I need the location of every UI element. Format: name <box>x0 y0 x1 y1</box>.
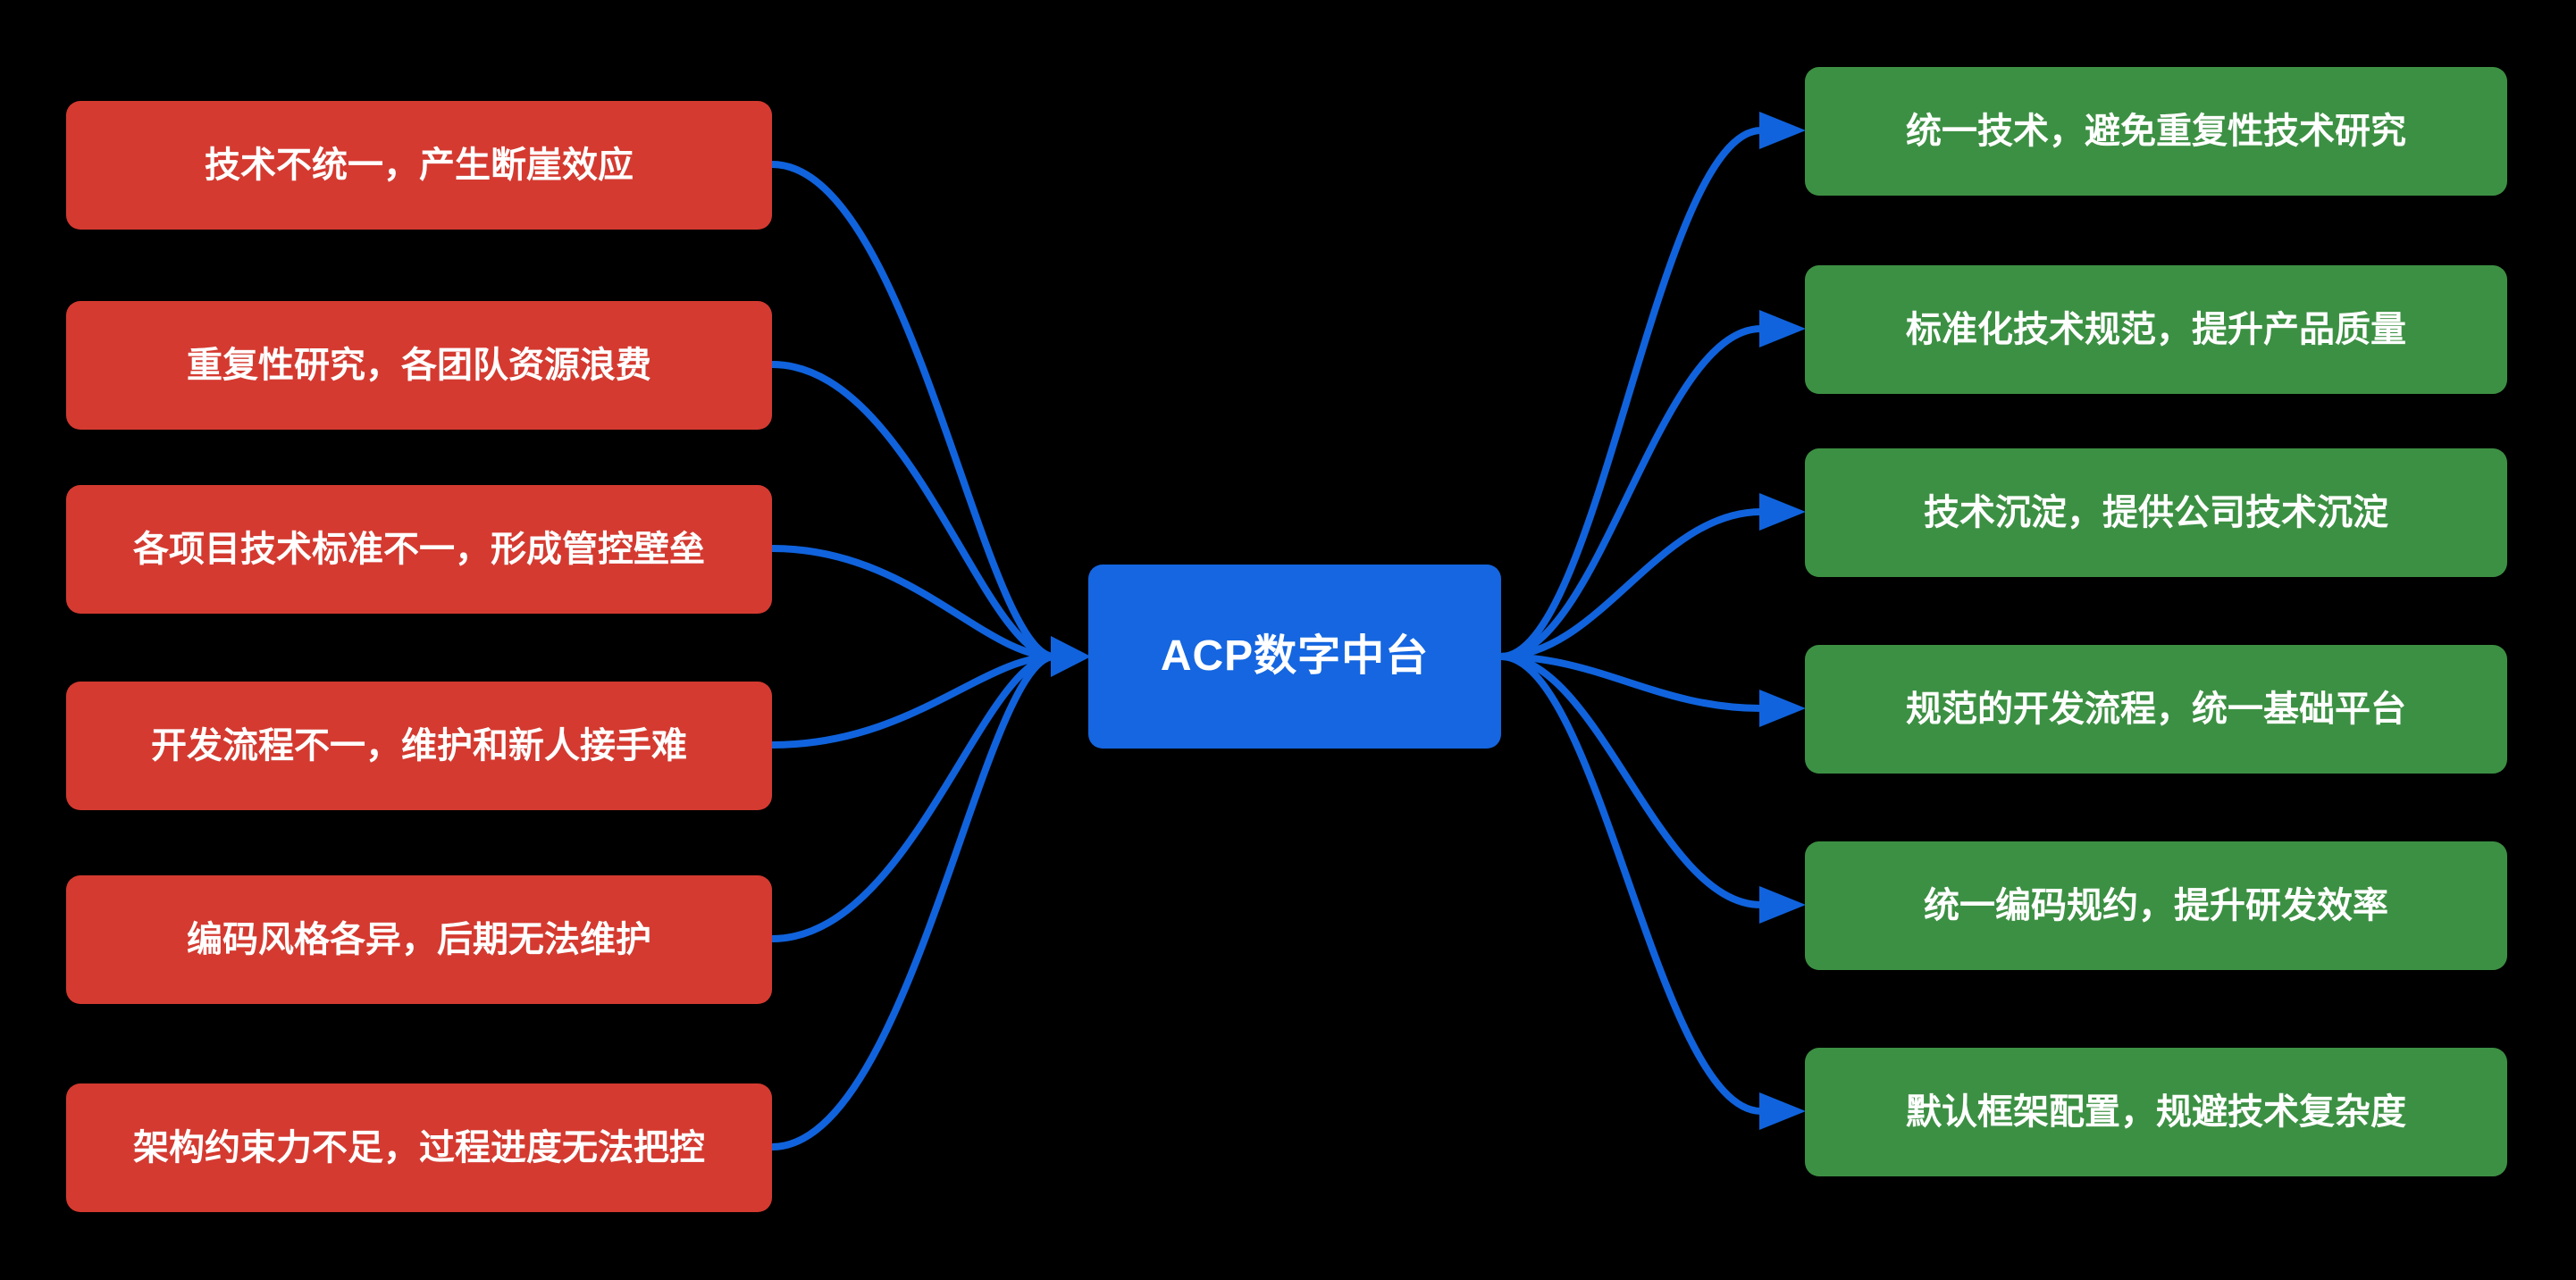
edge-benefit-3 <box>1498 508 1765 660</box>
benefit-node-6-label: 默认框架配置，规避技术复杂度 <box>1906 1092 2406 1132</box>
benefit-node-6[interactable]: 默认框架配置，规避技术复杂度 <box>1805 1048 2507 1176</box>
edge-problem-3 <box>768 545 1058 660</box>
benefit-node-5-label: 统一编码规约，提升研发效率 <box>1924 886 2388 925</box>
problem-node-6[interactable]: 架构约束力不足，过程进度无法把控 <box>66 1083 772 1212</box>
center-node-label: ACP数字中台 <box>1160 632 1430 680</box>
benefit-node-2[interactable]: 标准化技术规范，提升产品质量 <box>1805 265 2507 394</box>
problem-node-5[interactable]: 编码风格各异，后期无法维护 <box>66 875 772 1004</box>
arrowhead-benefit-5-icon <box>1759 886 1806 924</box>
arrowhead-benefit-1-icon <box>1759 112 1806 149</box>
edge-benefit-4 <box>1498 653 1765 712</box>
problem-node-6-label: 架构约束力不足，过程进度无法把控 <box>133 1128 705 1167</box>
arrowhead-benefit-4-icon <box>1759 690 1806 727</box>
benefit-node-3-label: 技术沉淀，提供公司技术沉淀 <box>1924 493 2388 532</box>
edge-benefit-6 <box>1498 653 1765 1115</box>
edge-benefit-1 <box>1498 127 1765 660</box>
problem-node-3[interactable]: 各项目技术标准不一，形成管控壁垒 <box>66 485 772 614</box>
edge-benefit-2 <box>1498 325 1765 660</box>
arrowhead-benefit-2-icon <box>1759 310 1806 347</box>
edge-problem-2 <box>768 361 1058 660</box>
problem-node-5-label: 编码风格各异，后期无法维护 <box>187 920 651 959</box>
benefit-node-1[interactable]: 统一技术，避免重复性技术研究 <box>1805 67 2507 196</box>
arrowhead-benefit-3-icon <box>1759 493 1806 531</box>
problem-node-4[interactable]: 开发流程不一，维护和新人接手难 <box>66 682 772 810</box>
benefit-node-5[interactable]: 统一编码规约，提升研发效率 <box>1805 841 2507 970</box>
problem-node-3-label: 各项目技术标准不一，形成管控壁垒 <box>133 530 705 569</box>
problem-node-1-label: 技术不统一，产生断崖效应 <box>205 146 634 185</box>
edge-problem-1 <box>768 161 1058 660</box>
edge-problem-5 <box>768 653 1058 942</box>
arrowhead-into-center-icon <box>1051 636 1091 677</box>
edge-problem-6 <box>768 653 1058 1150</box>
edge-benefit-5 <box>1498 653 1765 908</box>
benefit-node-4[interactable]: 规范的开发流程，统一基础平台 <box>1805 645 2507 774</box>
benefit-node-4-label: 规范的开发流程，统一基础平台 <box>1906 690 2406 729</box>
benefit-node-2-label: 标准化技术规范，提升产品质量 <box>1906 310 2406 349</box>
problem-node-1[interactable]: 技术不统一，产生断崖效应 <box>66 101 772 230</box>
problem-node-2-label: 重复性研究，各团队资源浪费 <box>187 346 651 385</box>
problem-node-4-label: 开发流程不一，维护和新人接手难 <box>151 726 687 765</box>
center-node[interactable]: ACP数字中台 <box>1088 565 1501 749</box>
problem-node-2[interactable]: 重复性研究，各团队资源浪费 <box>66 301 772 430</box>
edge-problem-4 <box>768 653 1058 749</box>
benefit-node-1-label: 统一技术，避免重复性技术研究 <box>1906 112 2406 151</box>
benefit-node-3[interactable]: 技术沉淀，提供公司技术沉淀 <box>1805 448 2507 577</box>
arrowhead-benefit-6-icon <box>1759 1092 1806 1130</box>
